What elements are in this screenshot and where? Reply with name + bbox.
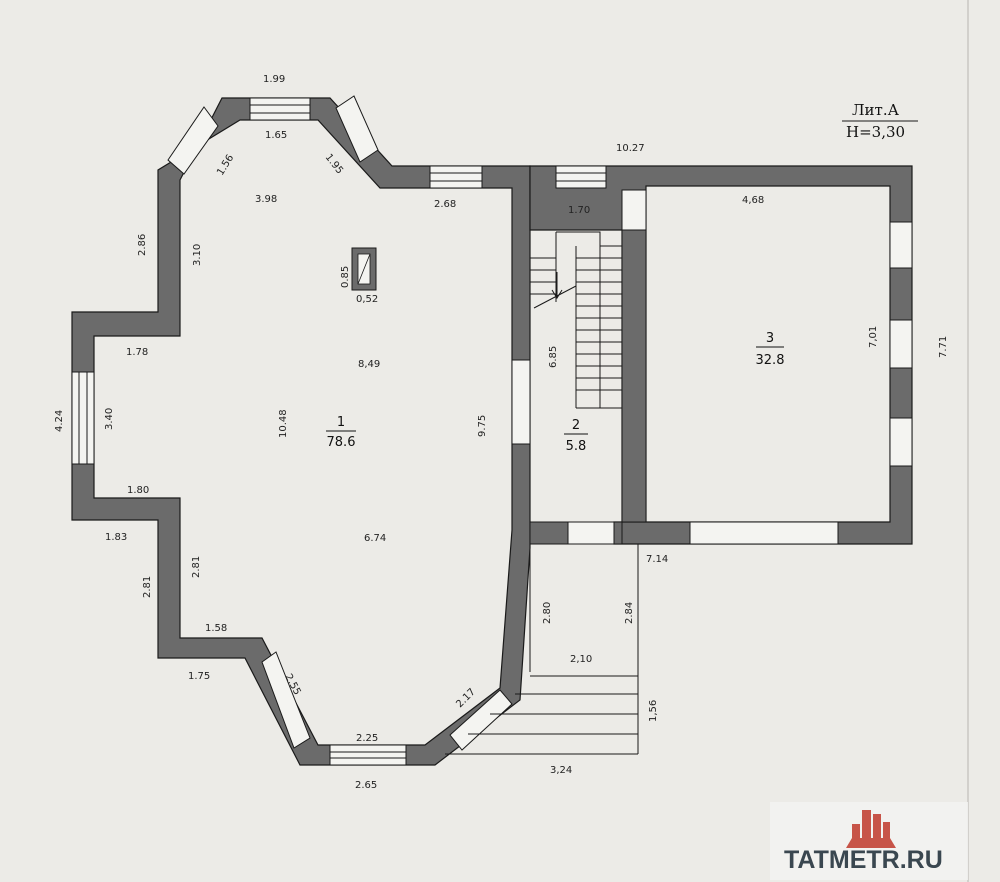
openings: [71, 95, 913, 766]
watermark-logo-icon: [846, 810, 896, 848]
dim-label: 2.80: [542, 602, 553, 624]
door-room1-room2: [511, 359, 531, 445]
window-upper-right: [335, 95, 379, 163]
dim-label: 2.25: [356, 733, 378, 744]
room-2-area: 5.8: [566, 439, 587, 454]
wall-stair-divider: [621, 229, 647, 523]
window-left: [71, 371, 95, 465]
dim-label: 2,10: [570, 654, 592, 665]
door-room2-bottom: [567, 521, 615, 545]
dim-label: 10.27: [616, 143, 645, 154]
dim-label: 1,56: [648, 700, 659, 722]
room-2-number: 2: [572, 418, 580, 433]
dim-label: 1.75: [188, 671, 210, 682]
porch: [445, 544, 639, 755]
window-top-mid: [429, 165, 483, 189]
window-lower-left: [261, 651, 311, 749]
dim-label: 10.48: [278, 409, 289, 438]
door-bottom: [329, 744, 407, 766]
window-lower-right: [449, 689, 513, 751]
dim-label: 2.81: [142, 576, 153, 598]
dim-label: 7.71: [938, 336, 949, 358]
room-3-number: 3: [766, 331, 774, 346]
title-lit: Лит.А: [852, 101, 900, 119]
dim-label: 7,01: [868, 326, 879, 348]
door-room3-bottom: [689, 521, 839, 545]
dim-label: 7.14: [646, 554, 668, 565]
dim-label: 2.68: [434, 199, 456, 210]
dim-label: 2.65: [355, 780, 377, 791]
dim-label: 3,24: [550, 765, 572, 776]
dim-label: 1.65: [265, 130, 287, 141]
dim-label: 1.99: [263, 74, 285, 85]
dim-label: 9.75: [477, 415, 488, 437]
dim-label: 3.10: [192, 244, 203, 266]
window-right-2: [889, 319, 913, 369]
dim-label: 1.83: [105, 532, 127, 543]
staircase: [530, 231, 622, 409]
dim-label: 4.24: [54, 410, 65, 432]
dim-label: 2.86: [137, 234, 148, 256]
window-right-3: [889, 417, 913, 467]
room-3-area: 32.8: [756, 353, 785, 368]
title-height: H=3,30: [846, 123, 905, 141]
dim-label: 1.58: [205, 623, 227, 634]
dim-label: 1.80: [127, 485, 149, 496]
dim-label: 4,68: [742, 195, 764, 206]
dim-label: 2.84: [624, 602, 635, 624]
dim-label: 1.78: [126, 347, 148, 358]
wall-room1-outer: [71, 97, 531, 766]
dim-label: 2.81: [191, 556, 202, 578]
dim-label: 6.74: [364, 533, 386, 544]
dim-label: 6.85: [548, 346, 559, 368]
window-right-1: [889, 221, 913, 269]
window-upper-left: [167, 106, 219, 175]
room-1-number: 1: [337, 415, 345, 430]
door-stair-top: [621, 189, 647, 231]
watermark-text: TATMETR.RU: [784, 846, 943, 874]
window-top-stair: [555, 165, 607, 189]
dim-label: 8,49: [358, 359, 380, 370]
dimension-labels: 1.99 1.65 1.56 1.95 3.98 2.68 10.27 1.70…: [54, 74, 949, 791]
dim-label: 3.40: [104, 408, 115, 430]
dim-label: 3.98: [255, 194, 277, 205]
watermark: TATMETR.RU: [770, 802, 968, 880]
dim-label: 0.85: [340, 266, 351, 288]
dim-label: 0,52: [356, 294, 378, 305]
room-1-area: 78.6: [327, 435, 356, 450]
dim-label: 1.70: [568, 205, 590, 216]
window-top: [249, 97, 311, 121]
